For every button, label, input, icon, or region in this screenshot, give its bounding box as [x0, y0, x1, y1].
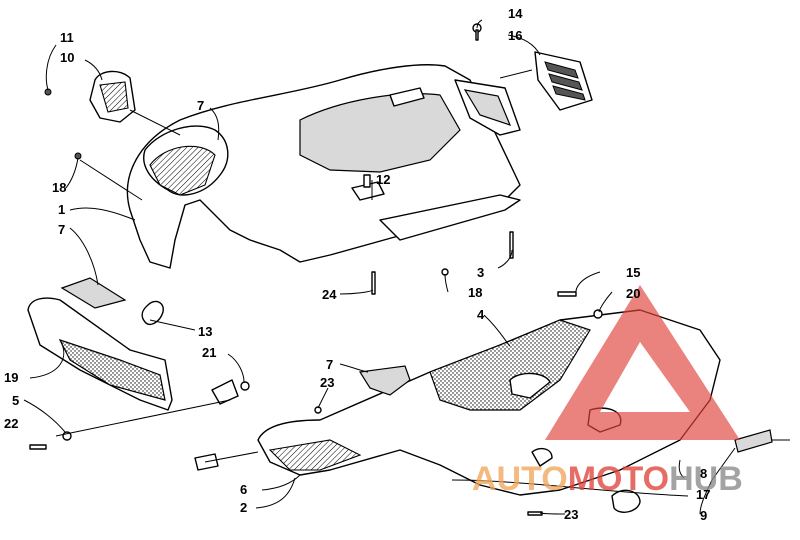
callout-14: 14: [508, 6, 523, 21]
callout-20: 20: [626, 286, 640, 301]
callout-3: 3: [477, 265, 484, 280]
callout-9: 9: [700, 508, 707, 523]
callout-1: 1: [58, 202, 65, 217]
callout-5: 5: [12, 393, 19, 408]
callout-17: 17: [696, 487, 710, 502]
bumper-part-19: [27, 297, 173, 411]
watermark-auto: AUTO: [472, 460, 568, 498]
callout-labels: 1 2 3 4 5 6 7 7 7 8 9 10 11 12 13 14 15 …: [4, 6, 710, 523]
callout-21: 21: [202, 345, 216, 360]
callout-16: 16: [508, 28, 522, 43]
callout-18-mid: 18: [468, 285, 482, 300]
callout-23-bottom: 23: [564, 507, 578, 522]
watermark-hub: HUB: [669, 460, 743, 498]
callout-8: 8: [700, 466, 707, 481]
watermark-moto: MOTO: [568, 460, 669, 498]
callout-10: 10: [60, 50, 74, 65]
plate-part-7: [60, 277, 127, 309]
watermark-triangle: [545, 285, 740, 440]
callout-11: 11: [60, 30, 74, 45]
callout-4: 4: [477, 307, 485, 322]
callout-18-left: 18: [52, 180, 66, 195]
callout-7-lower: 7: [326, 357, 333, 372]
callout-12: 12: [376, 172, 390, 187]
callout-15: 15: [626, 265, 640, 280]
svg-text:AUTOMOTOHUB: AUTOMOTOHUB: [472, 460, 743, 498]
grille-part-16: [499, 51, 593, 111]
callout-2: 2: [240, 500, 247, 515]
callout-19: 19: [4, 370, 18, 385]
callout-6: 6: [240, 482, 247, 497]
callout-7-left: 7: [58, 222, 65, 237]
callout-22: 22: [4, 416, 18, 431]
callout-7-upper: 7: [197, 98, 204, 113]
plate-part-21: [211, 379, 250, 405]
callout-23-mid: 23: [320, 375, 334, 390]
callout-13: 13: [198, 324, 212, 339]
leader-lines: [23, 19, 790, 515]
upper-belly-pan: [126, 64, 521, 269]
callout-24: 24: [322, 287, 337, 302]
duct-part-10: [89, 70, 181, 136]
watermark-logo: AUTOMOTOHUB: [472, 285, 743, 498]
bracket-part-12: [351, 174, 385, 201]
clip-part-13: [141, 300, 164, 326]
